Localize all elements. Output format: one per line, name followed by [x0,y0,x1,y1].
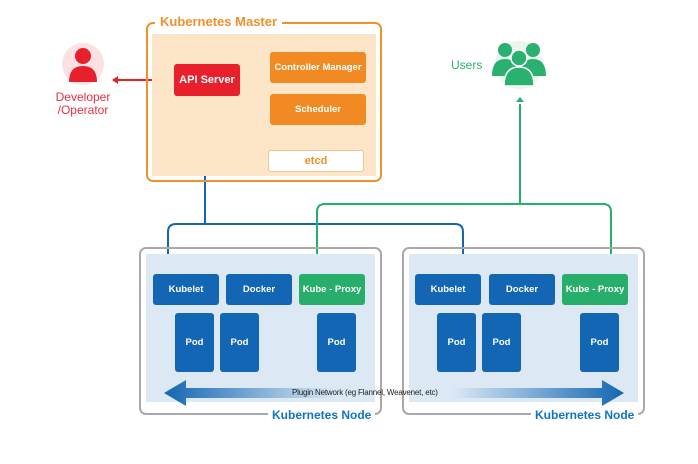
node-2-pod[interactable]: Pod [437,313,476,372]
kubernetes-node-2-frame [402,247,645,415]
node-1-docker[interactable]: Docker [226,274,292,305]
plugin-network-arrow [164,380,624,406]
users-group-icon [492,41,546,89]
developer-label-line1: Developer [55,90,111,104]
node-1-kube-proxy[interactable]: Kube - Proxy [299,274,365,305]
node-2-kubelet[interactable]: Kubelet [415,274,481,305]
developer: Developer /Operator [48,42,118,122]
node-1-pod[interactable]: Pod [175,313,214,372]
scheduler[interactable]: Scheduler [270,94,366,125]
kubernetes-node-1-title: Kubernetes Node [268,408,376,422]
controller-manager[interactable]: Controller Manager [270,52,366,83]
etcd[interactable]: etcd [268,150,364,172]
kubernetes-node-2-title: Kubernetes Node [531,408,639,422]
node-1-pod[interactable]: Pod [317,313,356,372]
kubernetes-node-1-frame [139,247,382,415]
node-1-pod[interactable]: Pod [220,313,259,372]
node-2-kube-proxy[interactable]: Kube - Proxy [562,274,628,305]
person-icon [62,43,104,85]
arrow-head-icon [112,76,118,84]
users-to-proxies-connector [316,203,612,262]
api-server[interactable]: API Server [174,64,240,96]
node-2-pod[interactable]: Pod [580,313,619,372]
developer-label-line2: /Operator [57,103,109,117]
node-2-pod[interactable]: Pod [482,313,521,372]
api-to-kubelets-connector [167,223,464,262]
kubernetes-master-title: Kubernetes Master [155,14,283,30]
node-2-docker[interactable]: Docker [489,274,555,305]
users-label: Users [451,58,483,72]
arrow-head-icon [516,97,524,102]
node-1-kubelet[interactable]: Kubelet [153,274,219,305]
plugin-network-label: Plugin Network (eg Flannel, Weavenet, et… [292,388,438,397]
